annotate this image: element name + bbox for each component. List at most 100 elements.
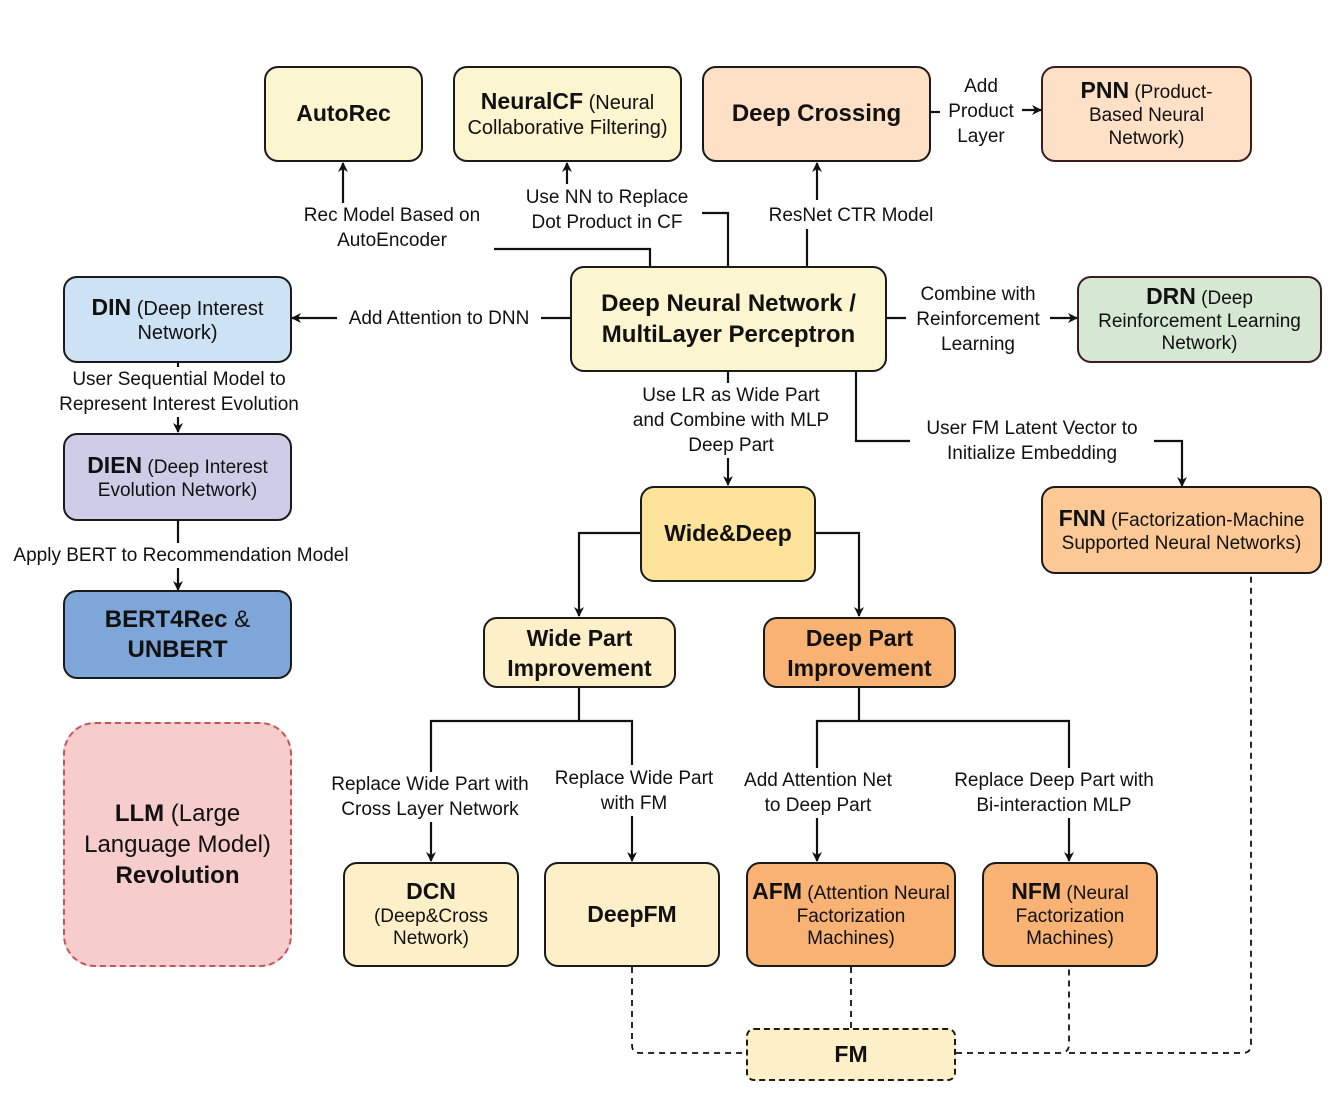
edge-to-autorec (490, 247, 652, 266)
edge-label-line: Combine with (920, 284, 1036, 305)
edge-label-line: Apply BERT to Recommendation Model (13, 545, 349, 566)
node-title: FM (834, 1040, 868, 1067)
edge-label-line: AutoEncoder (337, 230, 447, 251)
node-text: FNN (Factorization-Machine Supported Neu… (1046, 505, 1318, 556)
edge-label-line: Deep Part (688, 435, 774, 456)
node-title-2: Revolution (115, 862, 240, 889)
edge-label-line: Replace Wide Part (554, 768, 714, 789)
node-title: DeepFM (587, 900, 677, 927)
node-title: DCN (406, 877, 456, 904)
node-text: PNN (Product-Based Neural Network) (1072, 77, 1222, 150)
node-subtitle: (Large Language Model) (84, 800, 271, 858)
fm-link-nfm (956, 967, 1070, 1054)
node-nfm: NFM (Neural Factorization Machines) (982, 862, 1158, 967)
node-dcn: DCN(Deep&Cross Network) (343, 862, 519, 967)
edge-label-dcn: Replace Wide Part with Cross Layer Netwo… (316, 772, 544, 822)
edge-label-line: Reinforcement (916, 309, 1040, 330)
node-subtitle: (Attention Neural Factorization Machines… (796, 882, 950, 950)
edge-label-line: to Deep Part (764, 795, 872, 816)
edge-label-line: User FM Latent Vector to (926, 418, 1138, 439)
node-afm: AFM (Attention Neural Factorization Mach… (746, 862, 956, 967)
node-title: AutoRec (296, 100, 391, 127)
node-text: AFM (Attention Neural Factorization Mach… (751, 878, 951, 951)
node-fm: FM (746, 1028, 956, 1081)
edge-label-deep-crossing: ResNet CTR Model (756, 203, 946, 228)
edge-label-line: Bi-interaction MLP (976, 795, 1132, 816)
node-subtitle: (Product-Based Neural Network) (1088, 82, 1213, 149)
node-title-2: UNBERT (127, 635, 228, 663)
node-subtitle: (Factorization-Machine Supported Neural … (1061, 509, 1305, 554)
node-title: NeuralCF (480, 88, 584, 115)
node-title: Wide Part Improvement (507, 624, 652, 681)
edge-label-line: Layer (957, 126, 1005, 147)
fm-link-fnn (1069, 573, 1252, 1054)
node-title: NFM (1011, 877, 1062, 904)
edge-to-wide-part (574, 531, 640, 617)
edge-label-nfm: Replace Deep Part with Bi-interaction ML… (940, 768, 1168, 818)
node-bert4rec-unbert: BERT4Rec & UNBERT (63, 590, 292, 679)
node-din: DIN (Deep Interest Network) (63, 276, 292, 363)
node-wide-part-improvement: Wide Part Improvement (483, 617, 676, 688)
node-title: AFM (752, 877, 802, 904)
edge-label-line: ResNet CTR Model (768, 205, 934, 226)
node-deepfm: DeepFM (544, 862, 720, 967)
node-autorec: AutoRec (264, 66, 423, 162)
node-dnn: Deep Neural Network / MultiLayer Percept… (570, 266, 887, 372)
node-llm-revolution: LLM (Large Language Model) Revolution (63, 722, 292, 967)
node-title: LLM (114, 800, 165, 827)
node-wide-deep: Wide&Deep (640, 486, 816, 582)
node-text: NeuralCF (Neural Collaborative Filtering… (463, 88, 673, 140)
node-amp: & (227, 605, 251, 633)
node-dien: DIEN (Deep Interest Evolution Network) (63, 433, 292, 521)
edge-label-line: Add Attention Net (744, 770, 892, 791)
edge-label-dien: User Sequential Model to Represent Inter… (44, 367, 314, 417)
edge-label-line: Rec Model Based on (303, 205, 481, 226)
node-subtitle: (Neural Collaborative Filtering) (467, 92, 668, 139)
node-title: Deep Neural Network / MultiLayer Percept… (601, 290, 856, 348)
edge-deep-split (815, 688, 1071, 768)
node-pnn: PNN (Product-Based Neural Network) (1041, 66, 1252, 162)
node-text: NFM (Neural Factorization Machines) (990, 878, 1150, 951)
node-title: Wide&Deep (664, 520, 792, 547)
edge-label-line: Replace Deep Part with (954, 770, 1154, 791)
node-title: DRN (1146, 282, 1196, 309)
edge-label-wide-deep: Use LR as Wide Part and Combine with MLP… (618, 383, 844, 458)
edge-label-autorec: Rec Model Based on AutoEncoder (290, 203, 494, 253)
node-text: BERT4Rec & UNBERT (88, 605, 268, 665)
node-subtitle: (Deep Reinforcement Learning Network) (1098, 287, 1301, 355)
edge-label-line: Product (948, 101, 1014, 122)
node-text: DIEN (Deep Interest Evolution Network) (70, 452, 285, 503)
edge-to-fnn-arrow (1150, 439, 1187, 487)
edge-label-line: User Sequential Model to (72, 369, 286, 390)
edge-label-line: Add (964, 76, 998, 97)
edge-to-fnn (854, 371, 912, 443)
edge-label-line: and Combine with MLP (632, 410, 830, 431)
node-text: DCN(Deep&Cross Network) (361, 878, 501, 951)
edge-label-afm: Add Attention Net to Deep Part (730, 768, 906, 818)
edge-label-fnn: User FM Latent Vector to Initialize Embe… (910, 416, 1154, 466)
edge-label-line: Dot Product in CF (531, 212, 683, 233)
node-subtitle: (Deep Interest Network) (131, 297, 264, 345)
edge-label-neuralcf: Use NN to Replace Dot Product in CF (512, 185, 702, 235)
node-title: PNN (1080, 77, 1130, 104)
node-fnn: FNN (Factorization-Machine Supported Neu… (1041, 486, 1322, 574)
edge-label-line: with FM (600, 793, 668, 814)
node-title: Deep Crossing (731, 99, 902, 127)
node-title: Deep Part Improvement (787, 624, 932, 681)
edge-label-line: Learning (941, 334, 1015, 355)
node-neuralcf: NeuralCF (Neural Collaborative Filtering… (453, 66, 682, 162)
node-title: DIEN (87, 451, 143, 478)
fm-link-deepfm (631, 967, 746, 1054)
node-text: DRN (Deep Reinforcement Learning Network… (1085, 283, 1315, 356)
edge-label-drn: Combine with Reinforcement Learning (906, 282, 1050, 357)
edge-to-deep-part (816, 531, 864, 617)
node-text: DIN (Deep Interest Network) (78, 294, 278, 346)
node-subtitle: (Neural Factorization Machines) (1015, 882, 1129, 950)
edge-wide-split (429, 688, 634, 772)
node-drn: DRN (Deep Reinforcement Learning Network… (1077, 276, 1322, 363)
node-text: LLM (Large Language Model) Revolution (73, 798, 283, 891)
edge-label-deepfm: Replace Wide Part with FM (542, 766, 726, 816)
node-subtitle: (Deep&Cross Network) (373, 905, 489, 950)
node-title: BERT4Rec (104, 605, 228, 633)
